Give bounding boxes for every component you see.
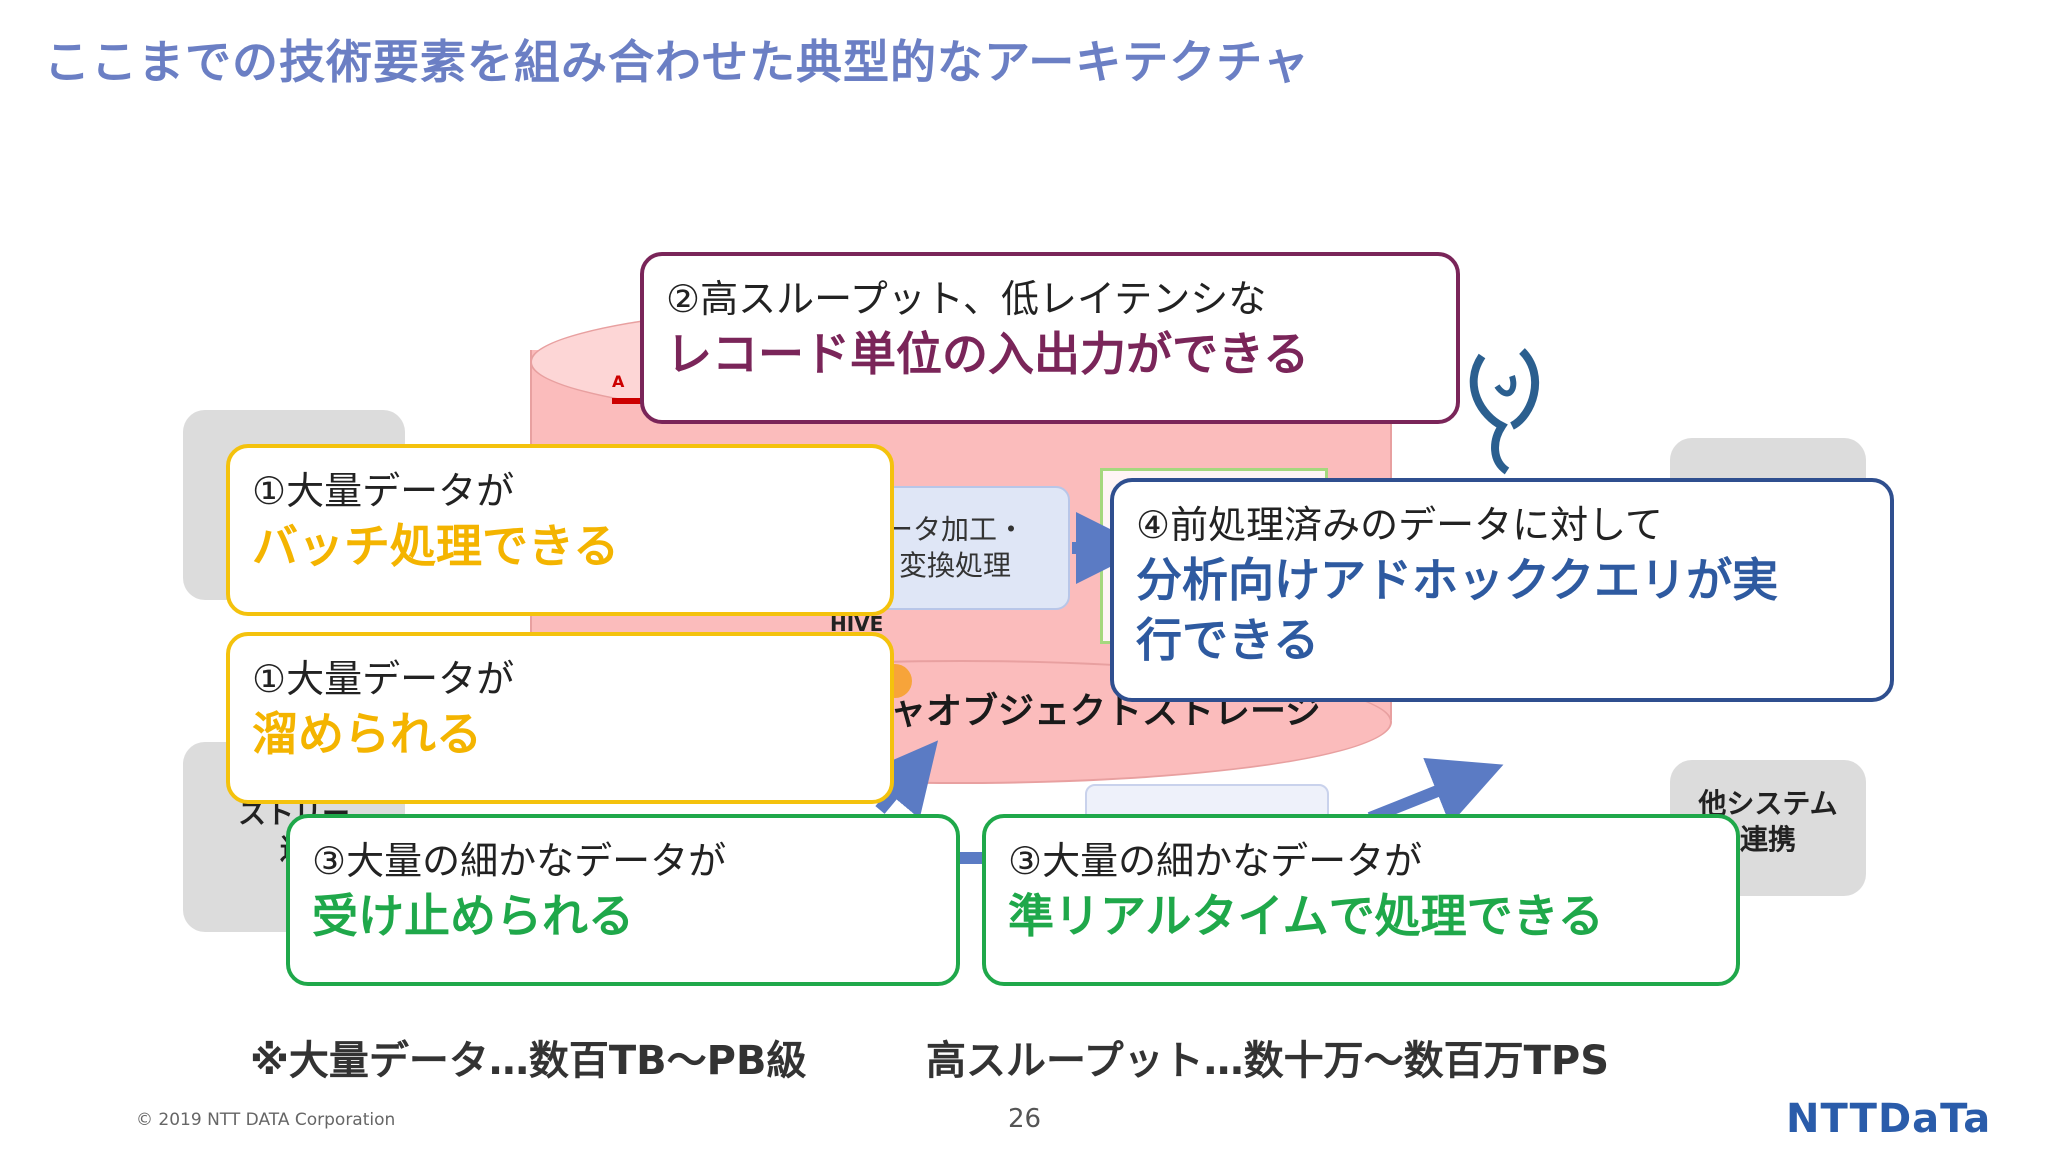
callout-store-line2: 溜められる	[252, 707, 482, 761]
callout-batch-line2: バッチ処理できる	[252, 519, 620, 573]
arrow-to-other-system	[1367, 757, 1504, 825]
copyright-footer: © 2019 NTT DATA Corporation	[136, 1110, 396, 1130]
callout-realtime-line2: 準リアルタイムで処理できる	[1008, 889, 1604, 943]
note-throughput: 高スループット…数十万～数百万TPS	[926, 1038, 1610, 1084]
callout-realtime: ③大量の細かなデータが 準リアルタイムで処理できる	[982, 814, 1740, 986]
callout-store-line1: ①大量データが	[252, 657, 515, 701]
callout-batch: ①大量データが バッチ処理できる	[226, 444, 894, 616]
ntt-data-logo: NTTDaTa	[1786, 1096, 1992, 1142]
callout-batch-line1: ①大量データが	[252, 469, 515, 513]
callout-adhoc-query: ④前処理済みのデータに対して 分析向けアドホッククエリが実 行できる	[1110, 478, 1894, 702]
callout-record-line2: レコード単位の入出力ができる	[666, 327, 1310, 381]
callout-store: ①大量データが 溜められる	[226, 632, 894, 804]
callout-receive-line2: 受け止められる	[312, 889, 634, 943]
process-line-1: ータ加工・	[884, 513, 1025, 546]
callout-adhoc-line1: ④前処理済みのデータに対して	[1136, 503, 1663, 547]
callout-receive-line1: ③大量の細かなデータが	[312, 839, 727, 883]
callout-receive: ③大量の細かなデータが 受け止められる	[286, 814, 960, 986]
arrow-up-to-storage	[864, 740, 939, 819]
flow-logo-icon	[1469, 348, 1540, 475]
page-number: 26	[1008, 1104, 1042, 1134]
slide-title: ここまでの技術要素を組み合わせた典型的なアーキテクチャ	[44, 35, 1310, 89]
callout-adhoc-line3: 行できる	[1136, 613, 1320, 667]
callout-record-line1: ②高スループット、低レイテンシな	[666, 277, 1267, 321]
hadoop-logo-mark	[612, 398, 652, 426]
hadoop-logo-fragment: A	[612, 372, 627, 391]
callout-realtime-line1: ③大量の細かなデータが	[1008, 839, 1423, 883]
callout-record-io: ②高スループット、低レイテンシな レコード単位の入出力ができる	[640, 252, 1460, 424]
callout-adhoc-line2: 分析向けアドホッククエリが実	[1136, 553, 1779, 607]
process-line-2: 変換処理	[898, 549, 1011, 582]
note-data-volume: ※大量データ…数百TB～PB級	[250, 1038, 807, 1084]
